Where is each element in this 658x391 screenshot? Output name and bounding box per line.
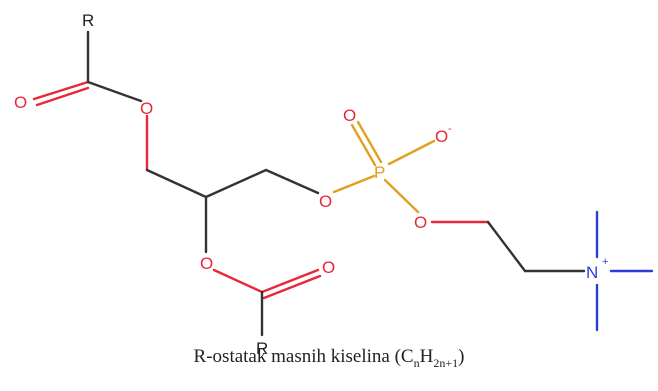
atom-o-double: O (343, 106, 356, 125)
bond-ester-1 (86, 80, 143, 103)
bond-ch2-obridge (264, 168, 320, 195)
bond-carbonyl-2-b (262, 274, 322, 300)
atom-o-carbonyl-2: O (322, 258, 335, 277)
bond-carbonyl-1-a (32, 80, 90, 101)
atom-o-choline: O (414, 213, 427, 232)
caption-sub-2n1: 2n+1 (433, 355, 459, 370)
cation-charge: + (602, 256, 608, 268)
atom-o-bridge: O (319, 192, 332, 211)
atom-phosphorus: P (374, 163, 385, 182)
bond-ch2-ch2 (486, 220, 527, 273)
caption-end: ) (458, 346, 465, 367)
bond-ch-ch2 (204, 168, 268, 199)
caption-sub-n: n (413, 355, 420, 370)
bond-p-oanion (387, 139, 436, 166)
caption-main: R-ostatak masnih kiselina (C (193, 346, 414, 367)
atom-o-ester-2: O (200, 254, 213, 273)
anion-charge: - (448, 123, 452, 135)
bond-p-odouble-b (356, 120, 383, 164)
caption-h: H (419, 346, 434, 367)
caption: R-ostatak masnih kiselina (CnH2n+1) (0, 346, 658, 371)
bond-p-odouble-a (350, 123, 377, 167)
atom-o-carbonyl-1: O (14, 93, 27, 112)
bond-p-ochol (383, 178, 420, 214)
bond-carbonyl-1-b (35, 86, 90, 107)
atom-r-bottom: R (256, 339, 268, 358)
atom-o-anion: O (435, 127, 448, 146)
bond-o2-c2 (212, 268, 264, 294)
atom-nitrogen: N (586, 263, 598, 282)
bond-obridge-p (332, 174, 376, 194)
atom-o-ester-1: O (140, 99, 153, 118)
atom-r-top: R (82, 11, 94, 30)
bond-ch2-ch (145, 168, 208, 199)
bond-carbonyl-2-a (260, 268, 320, 294)
